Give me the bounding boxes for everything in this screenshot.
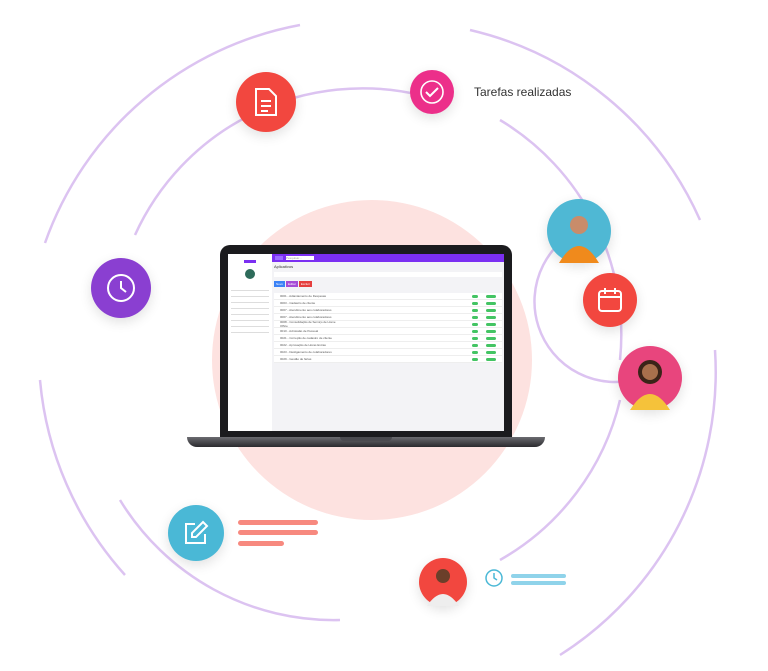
sidebar — [228, 254, 272, 431]
tasks-caption: Tarefas realizadas — [474, 85, 572, 99]
clock-icon — [107, 274, 135, 302]
document-badge — [236, 72, 296, 132]
status-pill — [486, 357, 496, 361]
status-pill — [472, 315, 478, 319]
avatar — [245, 269, 255, 279]
calendar-icon — [598, 288, 622, 312]
text-line — [511, 581, 566, 585]
table-row[interactable]: 0003 - Cadastro de cliente — [274, 300, 502, 307]
logo — [244, 260, 256, 263]
app-screen: Pesquisar... Aplicativos Novo Editar Exc… — [228, 254, 504, 431]
small-clock-icon — [485, 569, 503, 587]
row-name: 0001 - Adiantamento de Despesas — [280, 294, 327, 298]
avatar-woman-2 — [618, 346, 682, 410]
laptop: Pesquisar... Aplicativos Novo Editar Exc… — [220, 245, 512, 437]
table-row[interactable]: 0021 - Correção de cadastro de cliente — [274, 335, 502, 342]
row-name: 0022 - Aprovação de Horas Extras — [280, 343, 326, 347]
arc-outer-right — [469, 28, 702, 221]
text-line — [238, 530, 318, 535]
row-name: 0008 - Consolidação de Serviço de Home O… — [280, 320, 336, 328]
text-line — [511, 574, 566, 578]
row-name: 0029 - Gestão de férias — [280, 357, 312, 361]
delete-button[interactable]: Excluir — [298, 281, 312, 287]
person-avatar — [427, 569, 459, 606]
row-name: 0007 - Atendimento aos colaboradores — [280, 308, 332, 312]
status-pill — [486, 322, 496, 326]
apps-table: 0001 - Adiantamento de Despesas 0003 - Ca… — [274, 293, 502, 363]
check-circle-icon — [420, 80, 444, 104]
row-name: 0023 - Desligamento de colaboradores — [280, 350, 332, 354]
row-name: 0010 - Admissão de Pessoal — [280, 329, 319, 333]
table-row[interactable]: 0022 - Aprovação de Horas Extras — [274, 342, 502, 349]
row-name: 0007 - Atendimento aos colaboradores — [280, 315, 332, 319]
page-title: Aplicativos — [274, 264, 294, 269]
laptop-base — [187, 437, 545, 447]
arc-outer-left — [43, 23, 301, 244]
arc-outer-bottom — [559, 349, 717, 657]
status-pill — [472, 357, 478, 361]
status-pill — [486, 336, 496, 340]
arc-mid-br — [499, 399, 622, 562]
status-pill — [472, 308, 478, 312]
table-row[interactable]: 0029 - Gestão de férias — [274, 356, 502, 363]
status-pill — [472, 301, 478, 305]
arc-mid-bottom — [118, 499, 341, 622]
laptop-notch — [340, 437, 392, 441]
status-pill — [472, 350, 478, 354]
status-pill — [486, 308, 496, 312]
status-pill — [486, 301, 496, 305]
table-row[interactable]: 0023 - Desligamento de colaboradores — [274, 349, 502, 356]
person-avatar — [630, 360, 670, 410]
edit-icon — [185, 520, 209, 544]
row-name: 0021 - Correção de cadastro de cliente — [280, 336, 332, 340]
avatar-man — [419, 558, 467, 606]
row-name: 0003 - Cadastro de cliente — [280, 301, 316, 305]
main-content: Aplicativos Novo Editar Excluir 0001 - A… — [274, 263, 502, 429]
status-pill — [486, 350, 496, 354]
status-pill — [486, 315, 496, 319]
avatar-woman-1 — [547, 199, 611, 263]
status-pill — [486, 294, 496, 298]
document-icon — [255, 88, 277, 116]
status-pill — [472, 294, 478, 298]
table-row[interactable]: 0001 - Adiantamento de Despesas — [274, 293, 502, 300]
search-input[interactable]: Pesquisar... — [286, 256, 314, 260]
arc-outer-bl — [38, 379, 126, 576]
check-badge — [410, 70, 454, 114]
table-row[interactable]: 0010 - Admissão de Pessoal — [274, 328, 502, 335]
status-pill — [472, 322, 478, 326]
status-pill — [472, 329, 478, 333]
new-button[interactable]: Novo — [274, 281, 286, 287]
edit-badge — [168, 505, 224, 561]
status-pill — [486, 343, 496, 347]
calendar-badge — [583, 273, 637, 327]
menu-button[interactable] — [275, 256, 283, 260]
filter-bar[interactable] — [274, 272, 502, 277]
table-row[interactable]: 0007 - Atendimento aos colaboradores — [274, 314, 502, 321]
person-avatar — [559, 216, 599, 263]
clock-badge — [91, 258, 151, 318]
edit-button[interactable]: Editar — [286, 281, 298, 287]
table-row[interactable]: 0008 - Consolidação de Serviço de Home O… — [274, 320, 502, 328]
table-row[interactable]: 0007 - Atendimento aos colaboradores — [274, 307, 502, 314]
sidebar-menu[interactable] — [231, 285, 269, 335]
status-pill — [472, 343, 478, 347]
status-pill — [486, 329, 496, 333]
text-line — [238, 520, 318, 525]
text-line — [238, 541, 284, 546]
status-pill — [472, 336, 478, 340]
app-header: Pesquisar... — [272, 254, 504, 262]
